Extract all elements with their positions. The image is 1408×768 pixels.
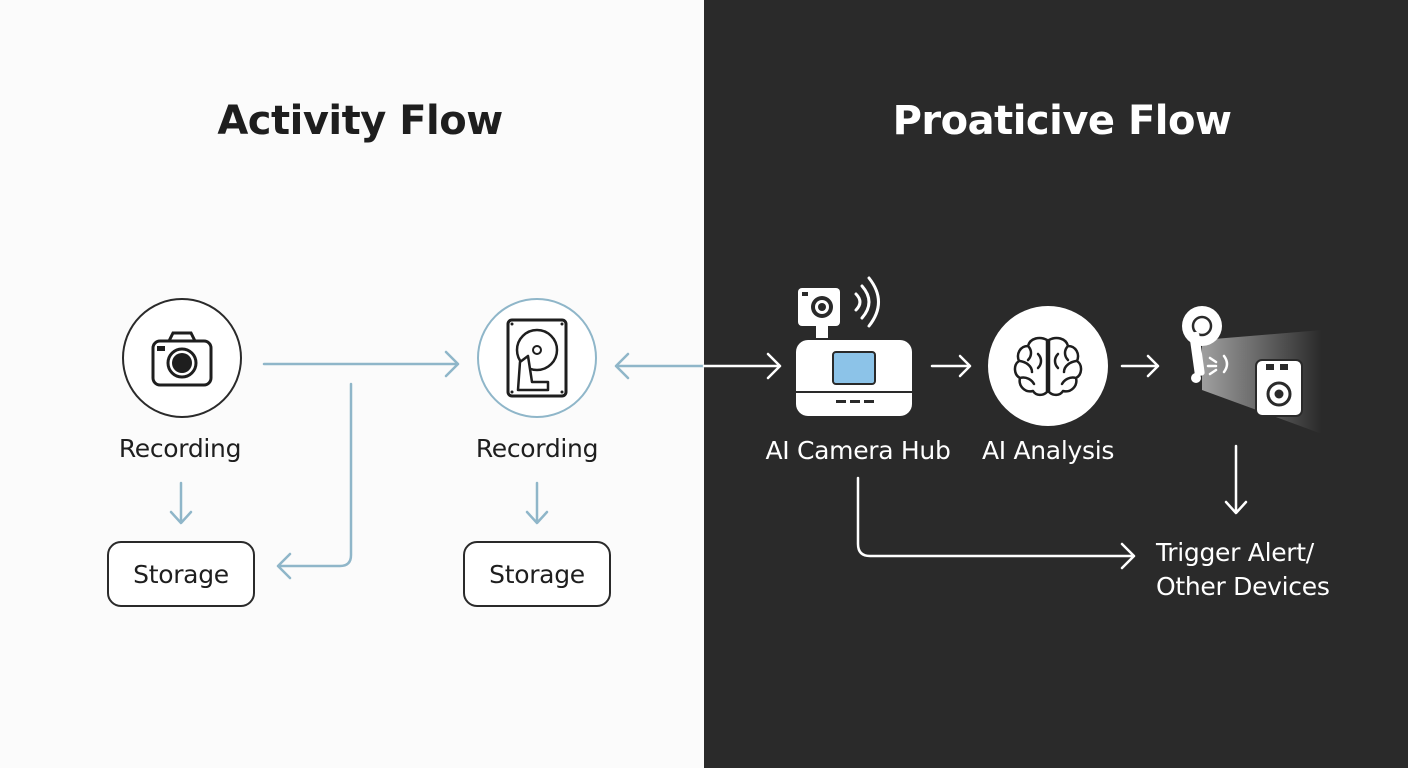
camera-icon [151, 331, 213, 387]
recording-label-2: Recording [475, 434, 599, 463]
storage-box-2: Storage [463, 541, 611, 607]
alarm-devices-icon [1182, 306, 1322, 434]
arrow-bridge-left [614, 352, 706, 380]
trigger-alert-line1: Trigger Alert/ [1156, 538, 1314, 567]
arrow-camera-to-drive [262, 350, 460, 378]
arrow-analysis-to-alert [1120, 354, 1160, 378]
hard-drive-icon [506, 318, 568, 398]
arrow-connector-to-storage [276, 382, 353, 580]
recording-camera-node [122, 298, 242, 418]
camera-hub-icon [796, 276, 912, 416]
arrow-recording-to-storage-1 [169, 481, 193, 525]
trigger-alert-line2: Other Devices [1156, 572, 1330, 601]
camera-hub-node [792, 268, 918, 418]
recording-drive-node [477, 298, 597, 418]
ai-analysis-node [988, 306, 1108, 426]
recording-label-1: Recording [118, 434, 242, 463]
storage-box-1: Storage [107, 541, 255, 607]
activity-flow-title: Activity Flow [217, 98, 503, 144]
arrow-hub-to-analysis [930, 354, 972, 378]
brain-icon [1013, 336, 1083, 397]
trigger-alert-label: Trigger Alert/ Other Devices [1156, 536, 1356, 604]
alert-devices-node [1172, 300, 1322, 434]
camera-hub-label: AI Camera Hub [765, 436, 951, 465]
arrow-alert-down [1224, 444, 1248, 515]
arrow-hub-to-alert [856, 476, 1136, 570]
ai-analysis-label: AI Analysis [981, 436, 1115, 465]
arrow-bridge-right [702, 352, 782, 380]
arrow-recording-to-storage-2 [525, 481, 549, 525]
proactive-flow-title: Proaticive Flow [892, 98, 1232, 144]
